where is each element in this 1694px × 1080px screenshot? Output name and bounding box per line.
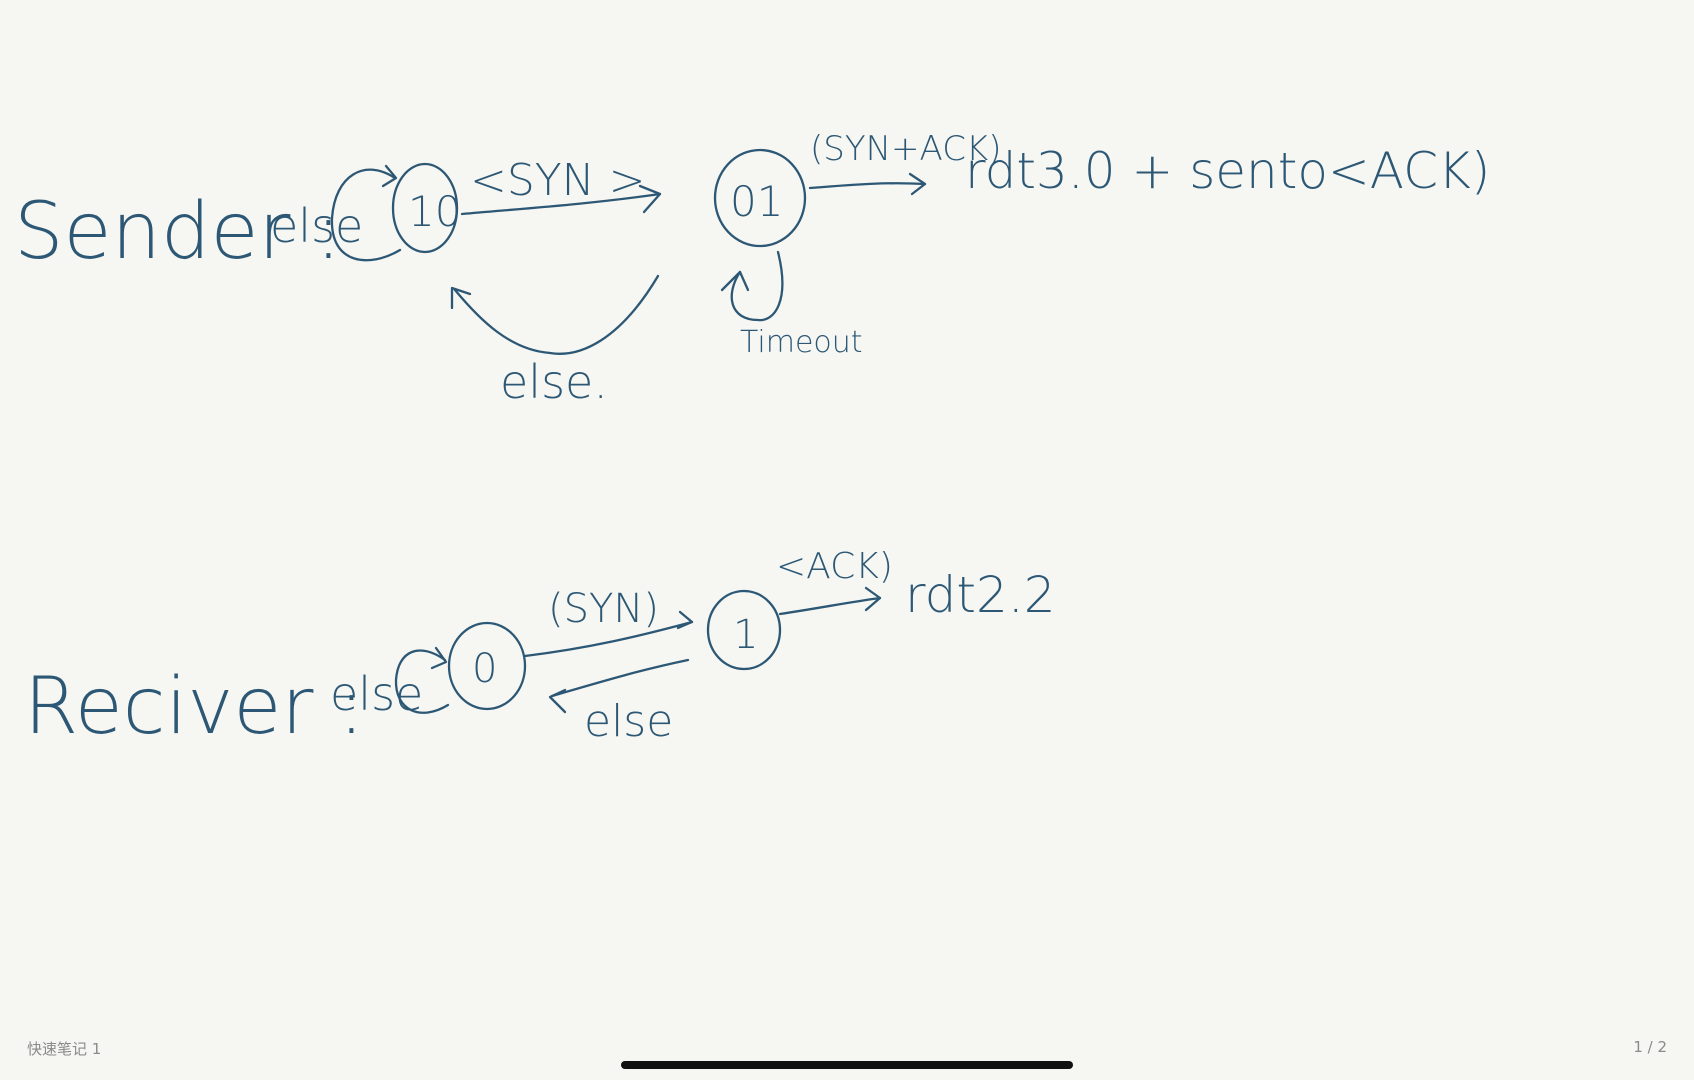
receiver-transition-syn-arrow xyxy=(523,620,694,658)
receiver-transition-else-label: else xyxy=(584,696,673,747)
sender-transition-else-label: else. xyxy=(500,355,608,409)
receiver-state-0 xyxy=(447,621,527,711)
sender-state-10 xyxy=(391,162,459,254)
receiver-state-0-label: 0 xyxy=(472,646,497,692)
sender-output-label: (SYN+ACK) xyxy=(810,129,1002,169)
receiver-self-loop-label: else xyxy=(330,667,423,721)
receiver-transition-else-arrowhead xyxy=(548,688,567,714)
sender-state-10-label: 10 xyxy=(408,187,461,236)
receiver-output-arrow xyxy=(778,596,882,616)
receiver-transition-syn-arrowhead xyxy=(676,610,694,630)
sender-self-loop-label: else xyxy=(270,199,363,253)
sender-transition-else-arrowhead xyxy=(450,286,472,310)
receiver-label: Reciver : xyxy=(24,662,365,752)
sender-timeout-loop-arrowhead xyxy=(720,270,750,292)
receiver-self-loop-arrow xyxy=(394,649,450,714)
sender-self-loop-arrowhead xyxy=(381,164,398,188)
receiver-state-1 xyxy=(706,589,782,671)
receiver-output-arrowhead xyxy=(864,586,882,612)
receiver-state-1-label: 1 xyxy=(733,612,758,658)
sender-state-01-label: 01 xyxy=(730,177,783,226)
sender-output-arrow xyxy=(808,182,927,190)
sender-self-loop-arrow xyxy=(330,168,402,262)
sender-output-arrowhead xyxy=(908,172,927,196)
receiver-transition-syn-label: (SYN) xyxy=(548,586,659,632)
sender-label: Sender : xyxy=(14,187,342,277)
sender-timeout-label: Timeout xyxy=(740,325,863,360)
sender-transition-syn-arrow xyxy=(460,192,662,216)
receiver-output-label: <ACK) xyxy=(776,546,893,587)
home-indicator-bar[interactable] xyxy=(621,1061,1073,1069)
receiver-self-loop-arrowhead xyxy=(430,646,448,670)
sender-transition-syn-label: <SYN > xyxy=(470,155,645,206)
page-counter: 1 / 2 xyxy=(1633,1038,1667,1056)
sender-state-01 xyxy=(713,148,807,248)
sender-transition-syn-arrowhead xyxy=(638,184,662,214)
sender-timeout-loop-arrow xyxy=(730,250,784,322)
sender-action-text: rdt3.0 + sento<ACK) xyxy=(965,142,1490,200)
note-title: 快速笔记 1 xyxy=(27,1040,102,1058)
sender-transition-else-arrow xyxy=(453,274,660,355)
receiver-action-text: rdt2.2 xyxy=(905,566,1056,624)
receiver-transition-else-arrow xyxy=(550,658,690,698)
